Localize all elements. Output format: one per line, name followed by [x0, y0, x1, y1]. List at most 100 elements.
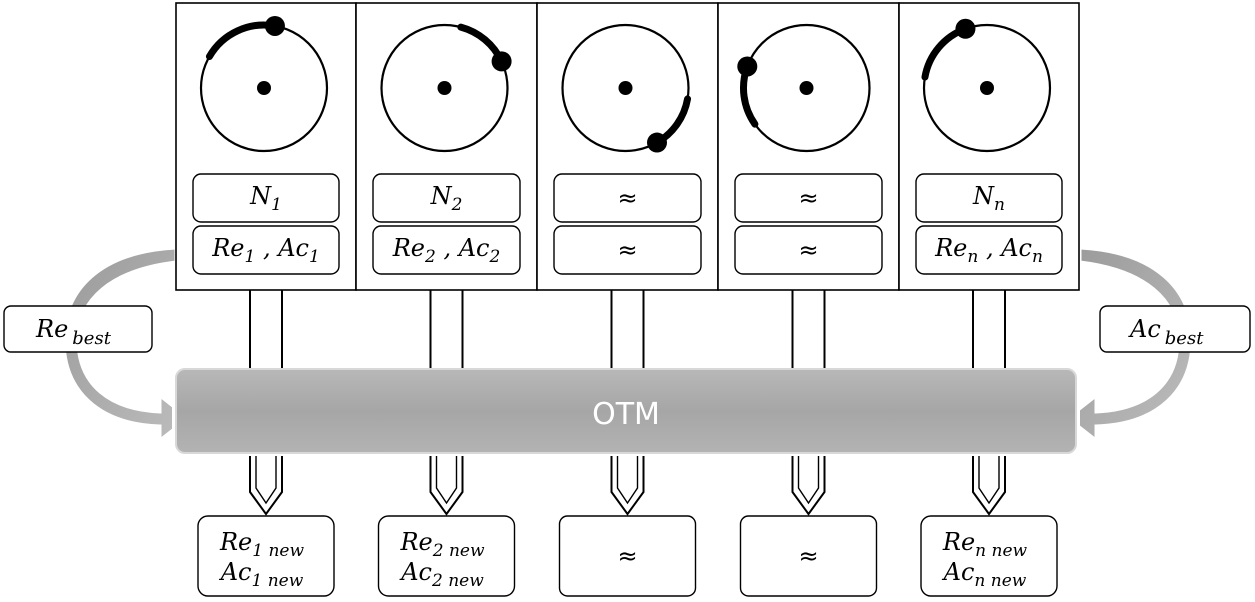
agent-1-state-base: Ac — [276, 234, 309, 262]
output-sub: 2 new — [431, 571, 484, 591]
re-best-sub: best — [72, 328, 111, 349]
orbit-circle-icon — [561, 23, 692, 153]
agent-2-state-sub: 2 — [488, 247, 500, 267]
center-dot — [437, 81, 452, 95]
agent-2-state-base: Re — [392, 234, 425, 262]
orbit-circle-icon — [921, 18, 1052, 153]
agent-2-n-box — [372, 173, 521, 223]
agent-2-n-sub: 2 — [451, 195, 463, 215]
agent-2-n-base: N — [430, 182, 453, 210]
center-dot — [618, 81, 633, 95]
agent-2-state-base: Ac — [457, 234, 490, 262]
agent-n-state-box — [915, 225, 1063, 275]
output-base: Re — [399, 528, 432, 556]
agent-1-output-line: Ac1 new — [219, 558, 304, 591]
agent-n-state-sub: n — [967, 247, 978, 267]
agent-n-state-separator: , — [986, 234, 1001, 262]
agent-n-state-spacer — [978, 240, 986, 268]
down-arrow-icon — [791, 456, 826, 516]
agent-approx-a-output-approx-symbol: ≈ — [617, 542, 637, 570]
re-best-base: Re — [35, 315, 68, 343]
agent-1-state-sub: 1 — [309, 247, 320, 267]
down-arrow-icon — [610, 456, 645, 516]
agent-2-output-line: Re2 new — [399, 528, 485, 561]
agent-n-n-box — [915, 173, 1063, 223]
agent-1-state: Re1 , Ac1 — [211, 234, 320, 268]
orbit-circle-icon — [380, 23, 512, 153]
agent-n-state: Ren , Acn — [934, 234, 1043, 268]
agent-approx-b-n-approx-box — [734, 173, 883, 223]
center-dot — [257, 81, 271, 95]
agent-2-state-box — [372, 225, 521, 275]
agent-2-state: Re2 , Ac2 — [392, 234, 501, 268]
agent-1-state-box — [192, 225, 340, 275]
agent-1-n-sub: 1 — [271, 195, 282, 215]
output-base: Re — [219, 528, 252, 556]
agent-n-output-line: Ren new — [942, 528, 1028, 561]
output-base: Ac — [942, 558, 975, 586]
agent-n-output-line: Acn new — [942, 558, 1027, 591]
agent-1-output-box — [197, 515, 335, 597]
agent-n-n-sub: n — [994, 195, 1005, 215]
agent-approx-b-state-approx-box — [734, 225, 883, 275]
agent-1-state-base: Re — [211, 234, 244, 262]
down-arrow-inner — [978, 456, 1000, 505]
down-arrow-inner — [255, 456, 277, 505]
agent-n-n: Nn — [972, 182, 1005, 215]
output-sub: n new — [974, 571, 1026, 591]
ac-best-sub: best — [1165, 328, 1204, 349]
center-dot — [799, 81, 814, 95]
agent-n-output-box — [920, 515, 1058, 597]
agent-1-state-spacer — [255, 240, 263, 268]
agent-1-n-base: N — [249, 182, 272, 210]
down-arrow-inner — [797, 456, 820, 505]
agent-2-output-box — [377, 515, 516, 597]
agent-n-state-base: Ac — [999, 234, 1032, 262]
orbit-marker-dot — [264, 15, 285, 36]
orbit-marker-dot — [737, 56, 758, 77]
agent-approx-a-n-approx-box — [553, 173, 702, 223]
down-arrow-inner — [435, 456, 458, 505]
orbit-circle-icon — [737, 23, 871, 153]
agent-approx-a-state-approx-symbol: ≈ — [617, 236, 637, 264]
output-sub: 2 new — [432, 541, 485, 561]
output-sub: 1 new — [252, 571, 304, 591]
agent-n-state-base: Re — [934, 234, 967, 262]
agent-approx-a-state-approx-box — [553, 225, 702, 275]
orbit-marker-dot — [647, 132, 667, 153]
ac-best-feedback-arrow — [1065, 246, 1194, 444]
orbit-marker-dot — [491, 51, 512, 72]
down-arrow-icon — [429, 456, 464, 516]
agent-column-approx-a: ≈ ≈ ≈ — [536, 2, 719, 597]
agent-1-n: N1 — [249, 182, 282, 215]
agent-1-state-separator: , — [263, 234, 278, 262]
agent-approx-b-state-approx-symbol: ≈ — [798, 236, 818, 264]
output-sub: n new — [975, 541, 1027, 561]
agent-approx-b-output-approx-box — [739, 515, 878, 597]
output-base: Re — [942, 528, 975, 556]
output-base: Ac — [399, 558, 432, 586]
agent-approx-b-output-approx-symbol: ≈ — [798, 542, 818, 570]
orbit-circle-icon — [199, 15, 329, 153]
otm-block: OTM — [172, 366, 1080, 456]
agent-approx-b-n-approx-symbol: ≈ — [798, 184, 818, 212]
agent-approx-a-n-approx-symbol: ≈ — [617, 184, 637, 212]
agent-1-state-sub: 1 — [244, 247, 255, 267]
agent-approx-a-output-approx-box — [558, 515, 697, 597]
output-sub: 1 new — [252, 541, 304, 561]
agent-2-n: N2 — [430, 182, 463, 215]
agent-1-output-line: Re1 new — [219, 528, 305, 561]
agent-2-state-separator: , — [443, 234, 458, 262]
center-dot — [980, 81, 994, 95]
agent-n-state-sub: n — [1032, 247, 1043, 267]
down-arrow-icon — [249, 456, 283, 516]
agent-column-approx-b: ≈ ≈ ≈ — [717, 2, 900, 597]
agent-2-state-sub: 2 — [424, 247, 436, 267]
